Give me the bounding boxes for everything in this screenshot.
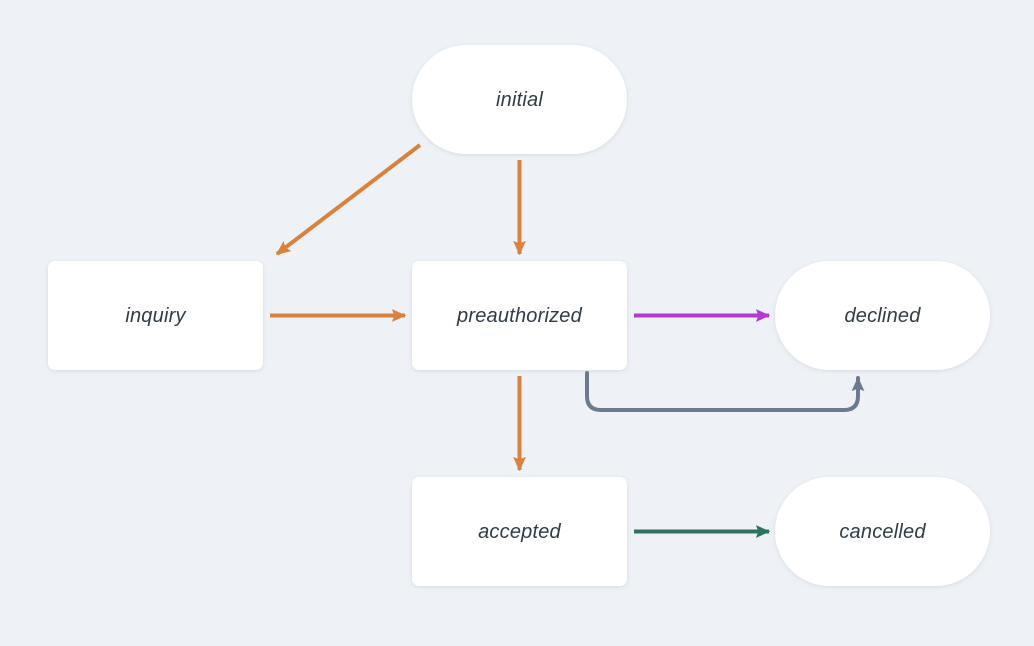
- nodes-layer: initial inquiry preauthorized declined accep…: [48, 45, 990, 586]
- node-shape-inquiry: [48, 261, 263, 370]
- state-node-accepted[interactable]: accepted: [412, 477, 627, 586]
- state-node-cancelled[interactable]: cancelled: [775, 477, 990, 586]
- node-label-accepted: accepted: [478, 521, 561, 543]
- edge-initial-to-inquiry: [275, 143, 422, 256]
- state-node-inquiry[interactable]: inquiry: [48, 261, 263, 370]
- node-shape-accepted: [412, 477, 627, 586]
- node-shape-declined: [775, 261, 990, 370]
- node-shape-initial: [412, 45, 627, 154]
- node-shape-cancelled: [775, 477, 990, 586]
- edge-preauthorized-to-declined-return: [585, 371, 865, 412]
- state-node-initial[interactable]: initial: [412, 45, 627, 154]
- state-node-preauthorized[interactable]: preauthorized: [412, 261, 627, 370]
- edges-layer: [270, 143, 865, 538]
- node-label-preauthorized: preauthorized: [456, 305, 583, 327]
- node-label-initial: initial: [496, 89, 543, 111]
- node-shape-preauthorized: [412, 261, 627, 370]
- node-label-cancelled: cancelled: [839, 521, 926, 543]
- node-label-declined: declined: [844, 305, 921, 327]
- node-label-inquiry: inquiry: [125, 305, 186, 327]
- state-node-declined[interactable]: declined: [775, 261, 990, 370]
